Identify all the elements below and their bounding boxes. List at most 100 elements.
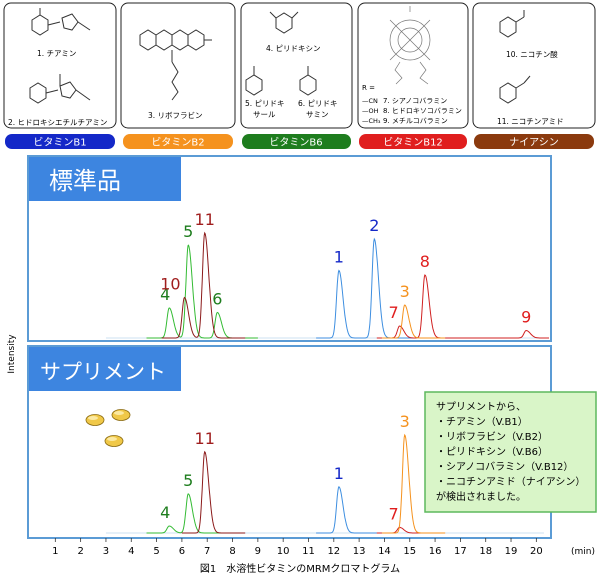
x-tick-label: 15 bbox=[403, 546, 416, 557]
structure-legend: 1. チアミン 2. ヒドロキシエチルチアミン ビタミンB1 3. リボフラビン… bbox=[3, 2, 596, 149]
badge-b2-label: ビタミンB2 bbox=[151, 137, 204, 149]
badge-b12-label: ビタミンB12 bbox=[383, 137, 443, 149]
supplement-note: サプリメントから、 ・チアミン（V.B1） ・リボフラビン（V.B2） ・ピリド… bbox=[424, 391, 597, 513]
note-line-5: ・シアノコバラミン（V.B12） bbox=[436, 461, 573, 473]
x-tick-label: 6 bbox=[179, 546, 185, 557]
peak-label-5: 5 bbox=[183, 471, 193, 490]
peak-label-2: 2 bbox=[369, 216, 379, 235]
trace-b1 bbox=[316, 237, 415, 339]
x-tick-label: 17 bbox=[454, 546, 467, 557]
figure-caption: 図1 水溶性ビタミンのMRMクロマトグラム bbox=[200, 562, 400, 575]
panel-supplement-title-bg bbox=[29, 347, 181, 391]
trace-niacin bbox=[181, 450, 246, 534]
peak-label-9: 9 bbox=[521, 308, 531, 327]
peak-label-11: 11 bbox=[195, 210, 215, 229]
trace-b12 bbox=[376, 274, 549, 339]
note-line-1: サプリメントから、 bbox=[436, 401, 526, 413]
x-tick-label: 8 bbox=[229, 546, 235, 557]
panel-standard-traces bbox=[105, 231, 549, 339]
x-tick-label: 3 bbox=[103, 546, 109, 557]
badge-b12 bbox=[359, 134, 467, 149]
compound-8-label: 8. ヒドロキソコバラミン bbox=[383, 107, 462, 115]
x-tick-label: 19 bbox=[505, 546, 518, 557]
peak-label-8: 8 bbox=[420, 252, 430, 271]
x-tick-label: 14 bbox=[378, 546, 391, 557]
riboflavin-structure-icon bbox=[139, 29, 212, 101]
badge-b1-label: ビタミンB1 bbox=[33, 137, 86, 149]
note-line-2: ・チアミン（V.B1） bbox=[436, 416, 528, 428]
x-tick-label: 20 bbox=[530, 546, 543, 557]
niacin-structure-icon bbox=[499, 10, 531, 104]
note-line-4: ・ピリドキシン（V.B6） bbox=[436, 446, 548, 458]
b12-r-label: R = bbox=[362, 84, 375, 92]
peak-label-5: 5 bbox=[183, 222, 193, 241]
x-tick-label: 16 bbox=[429, 546, 442, 557]
badge-b1 bbox=[5, 134, 115, 149]
trace-b2 bbox=[381, 433, 446, 534]
y-axis-label: Intensity bbox=[7, 334, 17, 374]
category-b2: 3. リボフラビン ビタミンB2 bbox=[120, 2, 236, 149]
b12-oh: —OH bbox=[362, 107, 379, 115]
compound-6-label-line1: 6. ピリドキ bbox=[298, 99, 338, 108]
b12-cn: —CN bbox=[362, 97, 378, 105]
note-line-3: ・リボフラビン（V.B2） bbox=[436, 431, 548, 443]
x-tick-label: 9 bbox=[255, 546, 261, 557]
trace-b6 bbox=[146, 493, 229, 534]
compound-5-label-line2: サール bbox=[253, 110, 276, 119]
peak-label-4: 4 bbox=[160, 503, 170, 522]
compound-2-label: 2. ヒドロキシエチルチアミン bbox=[8, 118, 107, 127]
panel-supplement-traces bbox=[105, 433, 544, 534]
compound-1-label: 1. チアミン bbox=[37, 49, 76, 58]
capsules-icon bbox=[85, 409, 131, 447]
x-tick-label: 2 bbox=[77, 546, 83, 557]
compound-4-label: 4. ピリドキシン bbox=[266, 44, 321, 53]
peak-label-7: 7 bbox=[389, 504, 399, 523]
compound-10-label: 10. ニコチン酸 bbox=[506, 49, 558, 59]
x-axis-unit: (min) bbox=[571, 547, 595, 557]
note-line-7: が検出されました。 bbox=[436, 490, 526, 503]
x-tick-label: 11 bbox=[302, 546, 315, 557]
compound-11-label: 11. ニコチンアミド bbox=[497, 117, 564, 126]
x-tick-label: 7 bbox=[204, 546, 210, 557]
badge-niacin bbox=[474, 134, 594, 149]
badge-b6-label: ビタミンB6 bbox=[269, 137, 322, 149]
peak-label-3: 3 bbox=[400, 282, 410, 301]
compound-7-label: 7. シアノコバラミン bbox=[383, 97, 447, 105]
peak-label-4: 4 bbox=[160, 285, 170, 304]
badge-niacin-label: ナイアシン bbox=[509, 137, 559, 149]
compound-6-label-line2: サミン bbox=[306, 110, 329, 119]
peak-label-1: 1 bbox=[334, 464, 344, 483]
category-b1: 1. チアミン 2. ヒドロキシエチルチアミン ビタミンB1 bbox=[3, 2, 117, 149]
panel-supplement-title: サプリメント bbox=[40, 360, 166, 384]
trace-b1 bbox=[316, 486, 380, 534]
x-tick-label: 4 bbox=[128, 546, 134, 557]
peak-label-10: 10 bbox=[160, 275, 180, 294]
badge-b6 bbox=[242, 134, 351, 149]
x-tick-label: 13 bbox=[353, 546, 366, 557]
x-tick-label: 5 bbox=[153, 546, 159, 557]
cobalamin-structure-icon bbox=[389, 6, 431, 85]
peak-label-11: 11 bbox=[195, 429, 215, 448]
x-tick-label: 18 bbox=[479, 546, 492, 557]
compound-3-label: 3. リボフラビン bbox=[148, 111, 203, 120]
compound-5-label-line1: 5. ピリドキ bbox=[245, 99, 285, 108]
compound-9-label: 9. メチルコバラミン bbox=[383, 117, 448, 125]
category-niacin: 10. ニコチン酸 11. ニコチンアミド ナイアシン bbox=[472, 2, 596, 149]
category-b12: R = —CN —OH —CH₃ 7. シアノコバラミン 8. ヒドロキソコバラ… bbox=[357, 2, 469, 149]
peak-label-6: 6 bbox=[212, 290, 222, 309]
thiamine-structure-icon bbox=[29, 8, 91, 104]
category-b6: 4. ピリドキシン 5. ピリドキ サール 6. ピリドキ サミン ビタミンB6 bbox=[240, 2, 353, 149]
pyridoxine-structure-icon bbox=[245, 11, 317, 96]
peak-label-7: 7 bbox=[389, 303, 399, 322]
x-tick-label: 1 bbox=[52, 546, 58, 557]
trace-b2 bbox=[381, 304, 446, 339]
note-line-6: ・ニコチンアミド（ナイアシン） bbox=[436, 476, 585, 488]
panel-standard-title: 標準品 bbox=[49, 167, 121, 195]
x-tick-label: 10 bbox=[277, 546, 290, 557]
